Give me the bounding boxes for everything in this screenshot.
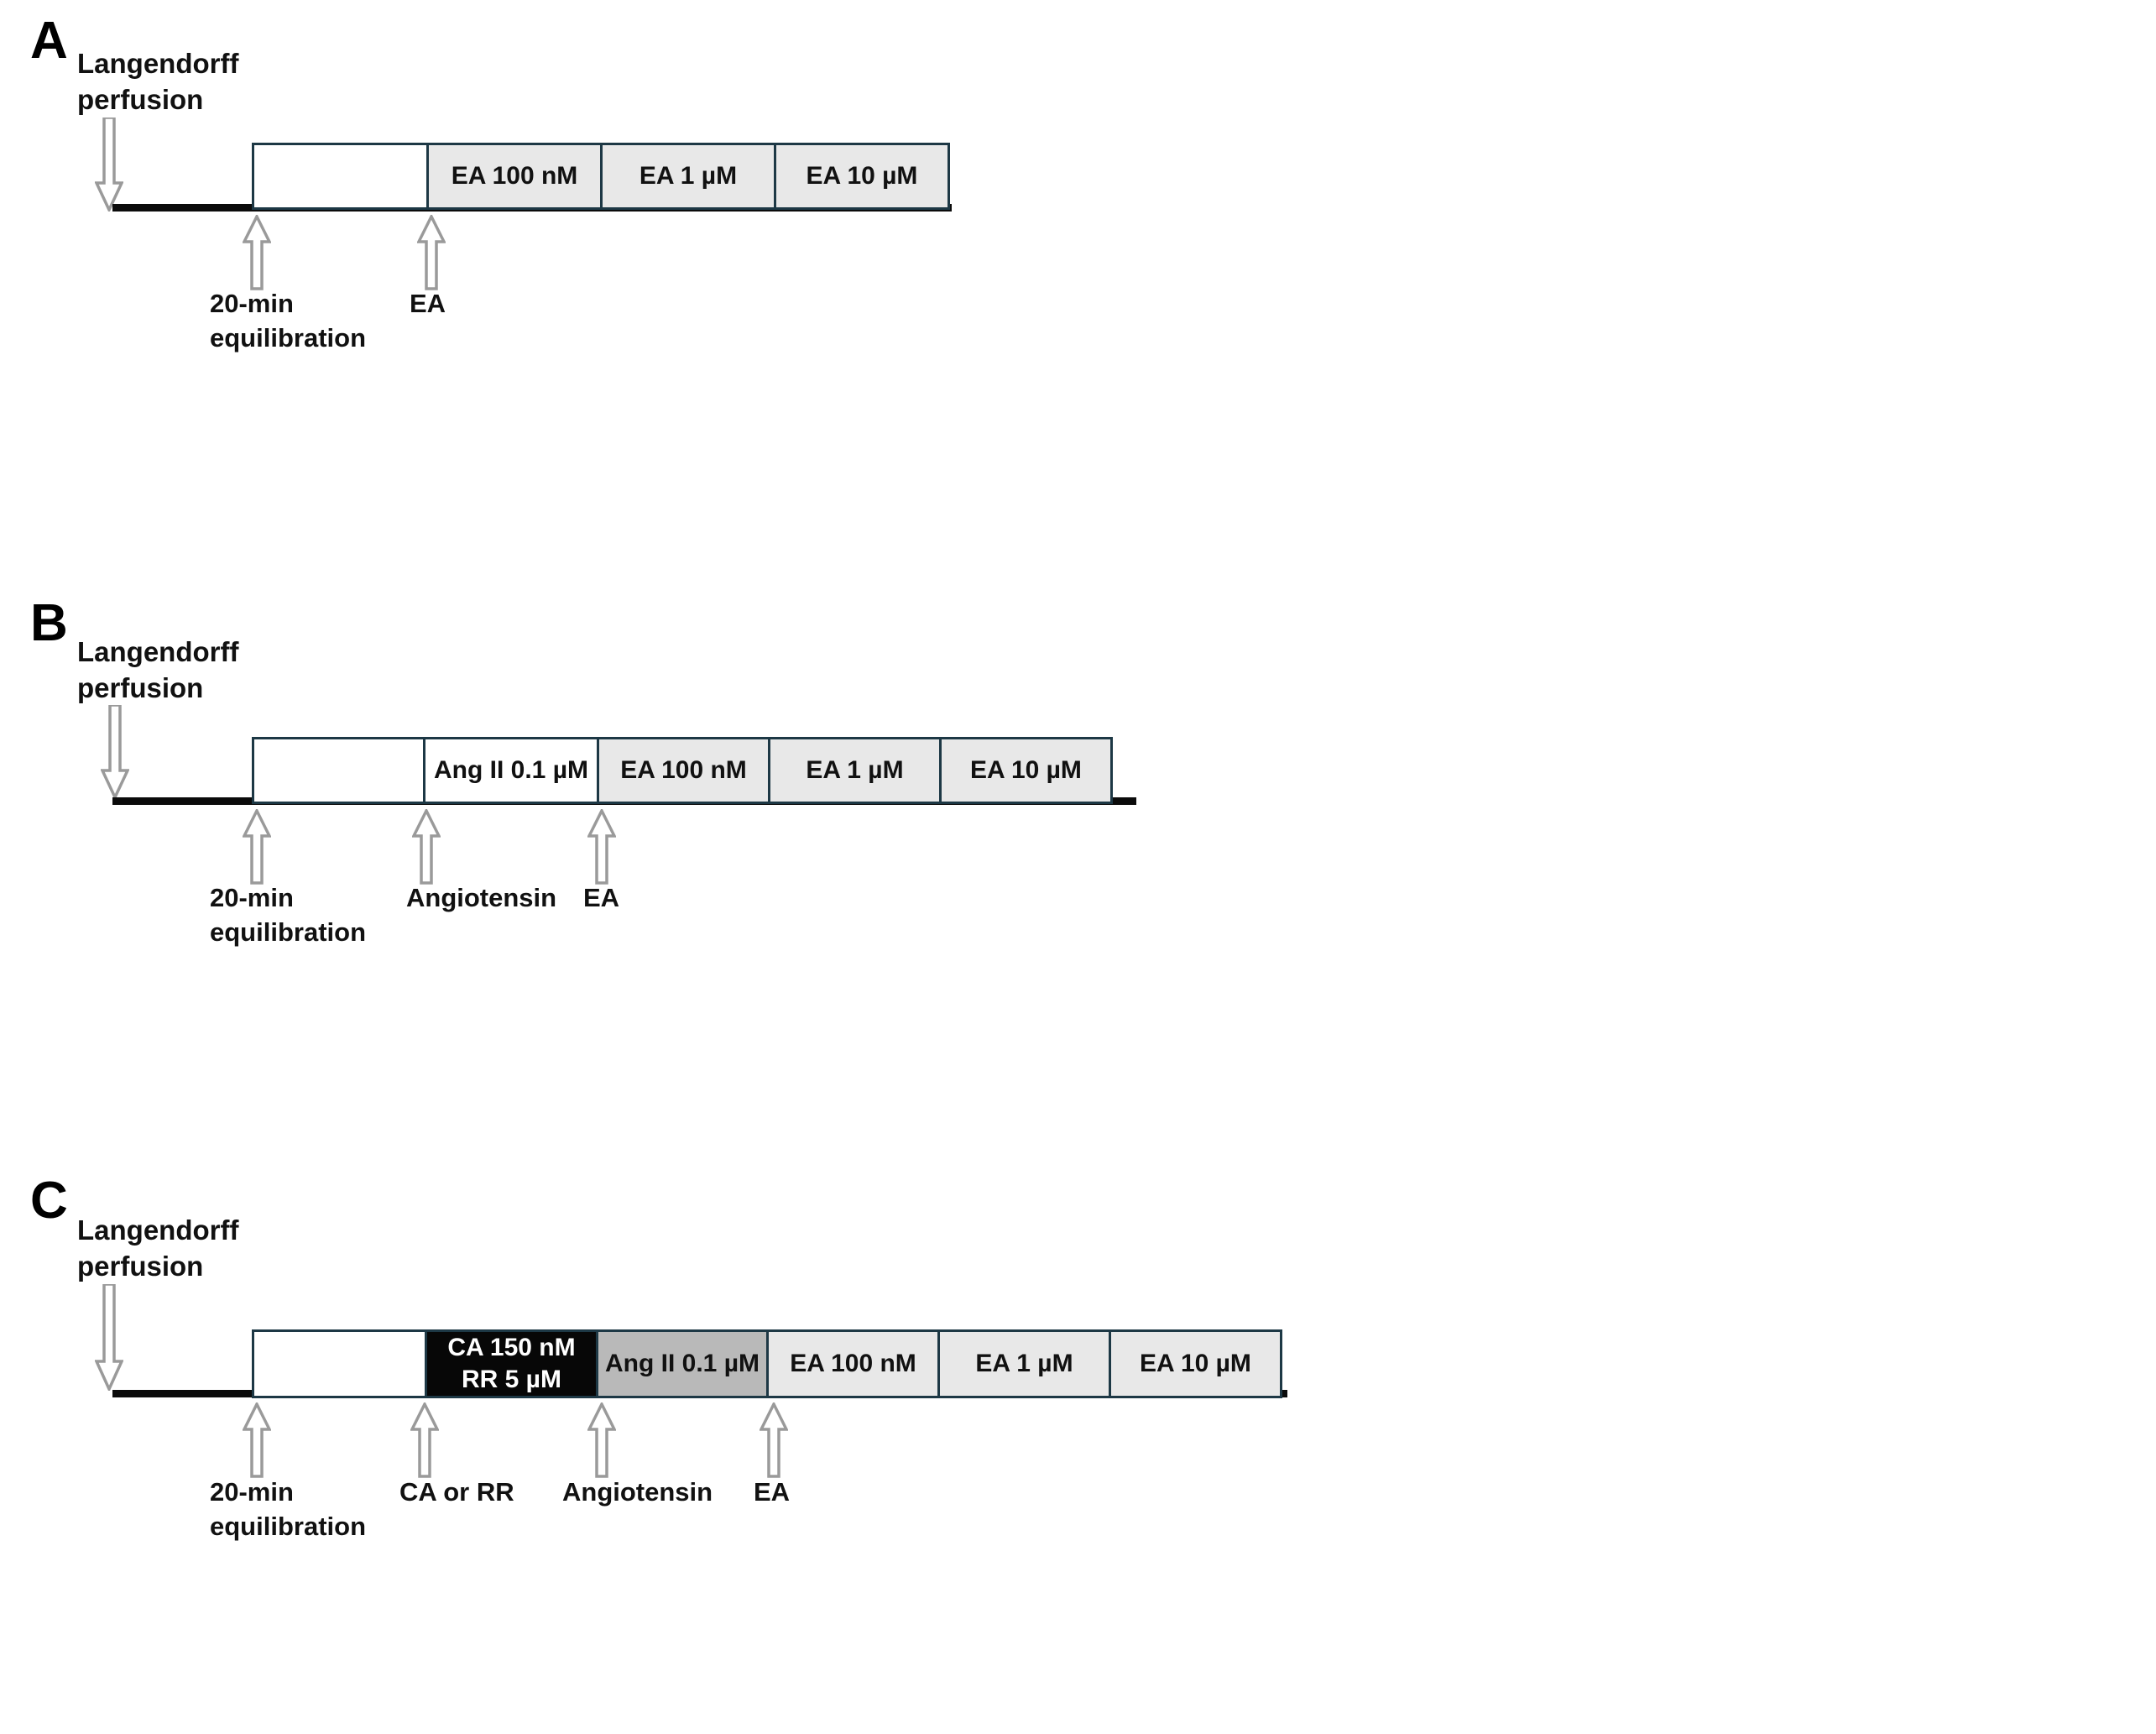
marker-up-arrow-icon [243, 809, 271, 885]
timeline-segment: EA 1 µM [600, 143, 776, 210]
marker-up-arrow-icon [760, 1402, 788, 1478]
marker-up-arrow-icon [412, 809, 441, 885]
langendorff-perfusion-down-arrow-icon [95, 118, 123, 212]
panel-a: A Langendorff perfusion EA 100 nM EA 1 µ… [0, 0, 2156, 588]
timeline-segment: CA 150 nM RR 5 µM [425, 1329, 598, 1398]
timeline-segment [252, 737, 425, 804]
panel-b: B Langendorff perfusion Ang II 0.1 µM EA… [0, 588, 2156, 1167]
marker-up-arrow-icon [410, 1402, 439, 1478]
timeline-segment [252, 1329, 427, 1398]
timeline-segment: EA 10 µM [939, 737, 1113, 804]
timeline-track-c: CA 150 nM RR 5 µM Ang II 0.1 µM EA 100 n… [252, 1329, 1282, 1398]
marker-up-arrow-icon [243, 215, 271, 290]
timeline-segment: EA 1 µM [768, 737, 942, 804]
timeline-segment: EA 100 nM [426, 143, 603, 210]
langendorff-perfusion-down-arrow-icon [95, 1284, 123, 1391]
marker-label: EA [410, 289, 446, 318]
panel-letter-b: B [30, 594, 68, 652]
marker-up-arrow-icon [587, 1402, 616, 1478]
langendorff-perfusion-down-arrow-icon [101, 705, 129, 799]
langendorff-perfusion-label-a: Langendorff perfusion [77, 48, 239, 115]
langendorff-perfusion-label-c: Langendorff perfusion [77, 1214, 239, 1282]
marker-up-arrow-icon [587, 809, 616, 885]
marker-label: EA [754, 1477, 791, 1507]
langendorff-perfusion-label-b: Langendorff perfusion [77, 636, 239, 703]
timeline-segment: EA 10 µM [774, 143, 950, 210]
marker-up-arrow-icon [417, 215, 446, 290]
timeline-segment: EA 1 µM [937, 1329, 1111, 1398]
marker-label: EA [583, 883, 620, 912]
timeline-segment: Ang II 0.1 µM [423, 737, 599, 804]
marker-label: 20-min equilibration [210, 883, 366, 947]
timeline-segment: Ang II 0.1 µM [596, 1329, 769, 1398]
marker-label: CA or RR [399, 1477, 514, 1507]
timeline-segment [252, 143, 429, 210]
marker-up-arrow-icon [243, 1402, 271, 1478]
marker-label: 20-min equilibration [210, 1477, 366, 1541]
timeline-track-a: EA 100 nM EA 1 µM EA 10 µM [252, 143, 950, 210]
panel-letter-c: C [30, 1172, 68, 1230]
timeline-segment: EA 10 µM [1109, 1329, 1282, 1398]
marker-label: Angiotensin [562, 1477, 713, 1507]
marker-label: Angiotensin [406, 883, 557, 912]
panel-letter-a: A [30, 12, 68, 70]
timeline-track-b: Ang II 0.1 µM EA 100 nM EA 1 µM EA 10 µM [252, 737, 1120, 804]
timeline-segment: EA 100 nM [597, 737, 770, 804]
timeline-segment: EA 100 nM [766, 1329, 940, 1398]
panel-c: C Langendorff perfusion CA 150 nM RR 5 µ… [0, 1167, 2156, 1734]
marker-label: 20-min equilibration [210, 289, 366, 353]
